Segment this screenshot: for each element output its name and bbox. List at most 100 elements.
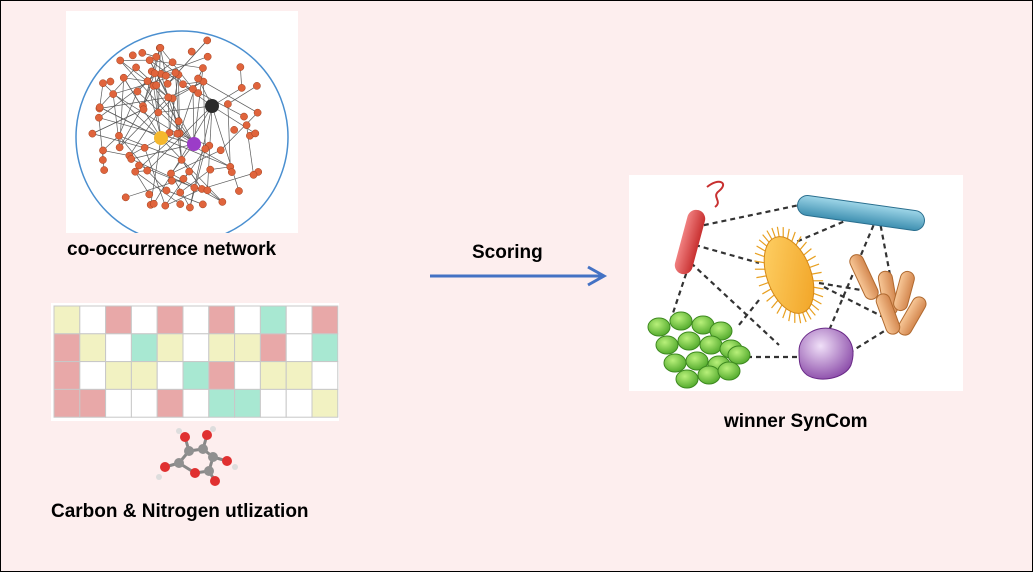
network-node: [189, 85, 197, 93]
network-node: [201, 145, 210, 153]
grid-cell: [182, 305, 210, 335]
grid-cell: [130, 388, 158, 418]
network-node: [139, 105, 148, 114]
grid-cell: [234, 305, 261, 335]
green-cocci-cluster-icon: [647, 311, 751, 389]
network-node: [145, 190, 154, 199]
grid-cell: [259, 333, 287, 363]
coccus-cell: [697, 365, 721, 385]
coccus-cell: [655, 335, 679, 355]
grid-cell: [285, 388, 313, 418]
network-node: [235, 187, 243, 195]
network-node: [156, 43, 165, 52]
network-node: [240, 112, 248, 121]
network-node: [185, 167, 194, 176]
network-node: [176, 188, 185, 197]
network-node: [251, 129, 260, 138]
hub-node-black: [205, 99, 219, 113]
grid-cell: [79, 388, 107, 418]
grid-cell: [259, 305, 287, 335]
network-node: [174, 117, 183, 126]
network-node: [186, 203, 194, 212]
network-node: [138, 49, 147, 57]
grid-cell: [285, 333, 313, 363]
network-node: [149, 199, 158, 208]
syncom-panel: [629, 175, 963, 391]
network-node: [106, 77, 115, 86]
network-node: [163, 79, 172, 88]
network-node: [115, 131, 123, 140]
grid-cell: [53, 305, 81, 335]
blue-bacterium-icon: [797, 194, 925, 232]
network-node: [165, 128, 174, 137]
coccus-cell: [675, 369, 699, 389]
grid-cell: [105, 361, 132, 390]
network-node: [152, 81, 161, 90]
network-node: [206, 165, 215, 174]
network-node: [236, 63, 245, 71]
network-node: [179, 80, 187, 89]
network-node: [179, 175, 188, 183]
network-node: [128, 51, 137, 60]
network-node: [167, 169, 175, 178]
network-node: [109, 90, 118, 98]
network-node: [176, 200, 185, 208]
network-node: [145, 56, 154, 65]
network-node: [253, 108, 262, 117]
grid-cell: [311, 333, 339, 363]
network-node: [227, 168, 236, 176]
grid-cell: [79, 333, 107, 363]
grid-cell: [156, 388, 184, 418]
network-node: [152, 53, 161, 61]
network-node: [116, 56, 125, 65]
network-node: [253, 82, 261, 90]
grid-cell: [208, 305, 236, 335]
network-node: [203, 186, 212, 195]
coccus-cell: [663, 353, 687, 373]
scoring-label: Scoring: [472, 242, 543, 263]
grid-cell: [208, 388, 236, 418]
network-node: [131, 167, 140, 176]
network-node: [173, 129, 182, 138]
network-panel: [66, 11, 298, 233]
grid-cell: [130, 361, 158, 390]
grid-cell: [311, 305, 339, 335]
syncom-illustration: [647, 180, 927, 389]
coccus-cell: [717, 361, 741, 381]
network-node: [143, 77, 152, 86]
grid-cell: [105, 388, 132, 418]
network-node: [190, 183, 199, 192]
syncom-label: winner SynCom: [724, 411, 868, 432]
grid-cell: [130, 305, 158, 335]
network-node: [140, 143, 149, 152]
co-occurrence-network-graph: [75, 30, 289, 233]
flagellum: [706, 180, 725, 208]
hub-node-purple: [187, 137, 201, 151]
network-node: [143, 166, 152, 175]
network-node: [198, 200, 207, 209]
network-boundary-circle: [75, 30, 289, 233]
grid-cell: [311, 388, 339, 418]
grid-cell: [130, 333, 158, 363]
network-node: [99, 146, 107, 155]
grid-cell: [79, 305, 107, 335]
network-node: [242, 121, 251, 130]
network-node: [150, 69, 159, 78]
red-bacterium-icon: [674, 209, 706, 275]
coccus-cell: [647, 317, 671, 337]
grid-cell: [234, 388, 261, 418]
network-node: [119, 73, 128, 82]
network-node: [171, 68, 180, 77]
orange-bacterium-icon: [763, 236, 815, 314]
network-node: [95, 103, 104, 112]
grid-cell: [208, 361, 236, 390]
hub-node-yellow: [154, 131, 168, 145]
network-node: [121, 193, 130, 202]
network-node: [216, 146, 225, 155]
network-node: [168, 58, 177, 67]
network-node: [162, 71, 170, 80]
coccus-cell: [727, 345, 751, 365]
network-node: [133, 87, 142, 96]
network-node: [99, 156, 107, 164]
